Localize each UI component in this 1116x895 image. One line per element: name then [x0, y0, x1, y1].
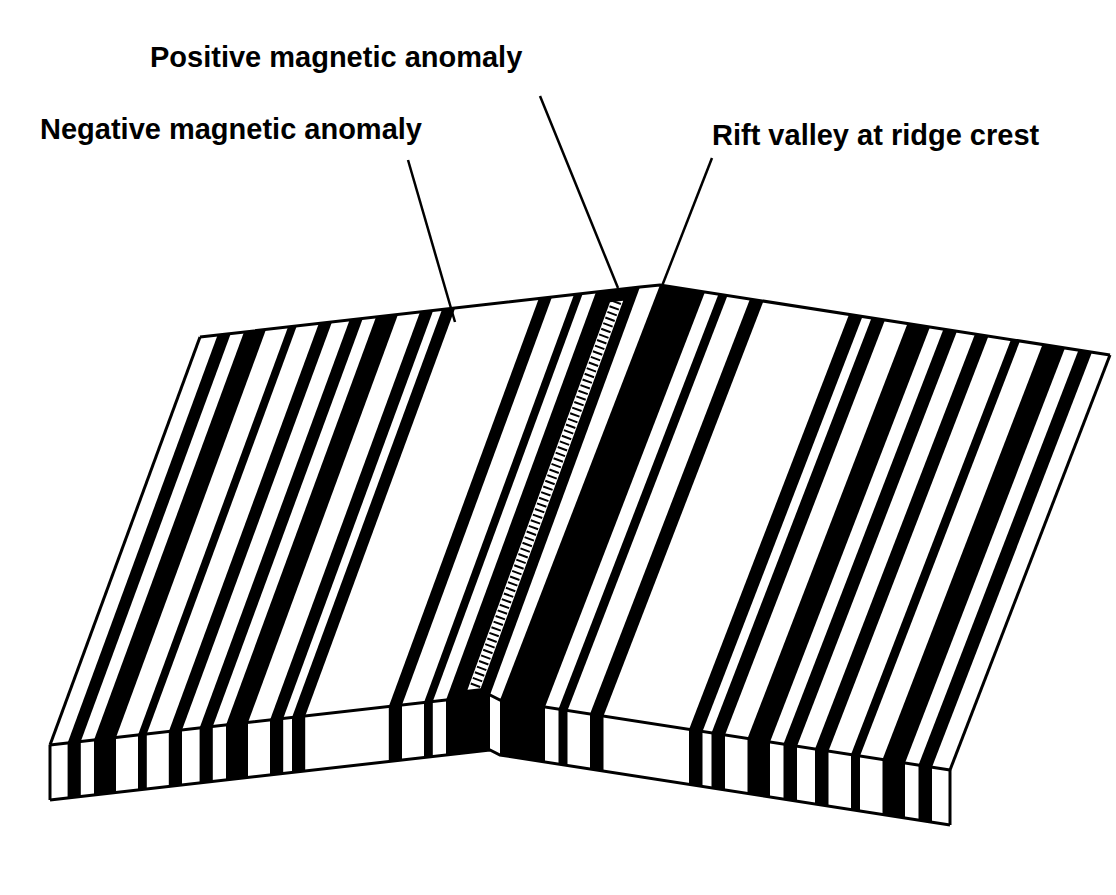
magnetic-stripe: [424, 702, 433, 758]
callout-label: Positive magnetic anomaly: [150, 40, 522, 75]
rift-valley: [467, 301, 623, 690]
magnetic-stripe: [851, 340, 1020, 756]
magnetic-stripe: [851, 755, 860, 811]
magnetic-stripe: [919, 765, 932, 822]
callout-label: Negative magnetic anomaly: [40, 112, 422, 147]
magnetic-stripe: [712, 733, 726, 790]
left-edge: [50, 337, 200, 745]
magnetic-stripe: [446, 695, 490, 755]
magnetic-stripe: [815, 749, 829, 806]
magnetic-stripe: [94, 738, 116, 796]
magnetic-stripe: [500, 700, 545, 762]
leader-line: [662, 158, 712, 286]
right-front-face: [500, 700, 950, 825]
back-edge: [200, 285, 1110, 355]
magnetic-stripe: [138, 326, 297, 735]
leader-line: [408, 160, 455, 322]
magnetic-stripe: [226, 723, 248, 781]
magnetic-stripe: [270, 719, 283, 776]
right-edge: [950, 355, 1110, 770]
magnetic-stripe: [292, 716, 305, 773]
magnetic-stripe: [784, 744, 798, 801]
magnetic-stripe: [689, 729, 703, 786]
normal-polarity-ground: [50, 695, 490, 800]
magnetic-stripe: [200, 727, 213, 784]
callout-label: Rift valley at ridge crest: [712, 118, 1039, 153]
front-top-edge: [50, 695, 950, 770]
front-right-corner: [949, 770, 952, 825]
magnetic-stripe: [919, 350, 1093, 767]
magnetic-stripe: [748, 739, 770, 798]
front-bottom-edge: [50, 750, 950, 825]
magnetic-stripe: [138, 734, 147, 790]
normal-polarity-ground: [500, 700, 950, 825]
magnetic-stripe: [590, 714, 604, 771]
magnetic-stripe: [68, 334, 231, 744]
magnetic-stripe: [68, 742, 81, 799]
magnetic-stripe: [815, 334, 989, 751]
magnetic-stripe: [169, 730, 182, 787]
left-front-face: [50, 695, 490, 800]
magnetic-stripe: [389, 705, 402, 762]
leader-line: [540, 96, 618, 288]
magnetic-stripe: [270, 311, 433, 721]
magnetic-stripe: [883, 345, 1066, 764]
magnetic-stripe: [559, 294, 728, 710]
magnetic-stripe: [883, 760, 906, 819]
front-left-corner: [49, 745, 52, 800]
magnetic-stripe: [559, 709, 568, 765]
magnetic-stripe: [712, 318, 886, 735]
magnetic-stripe: [590, 299, 764, 716]
